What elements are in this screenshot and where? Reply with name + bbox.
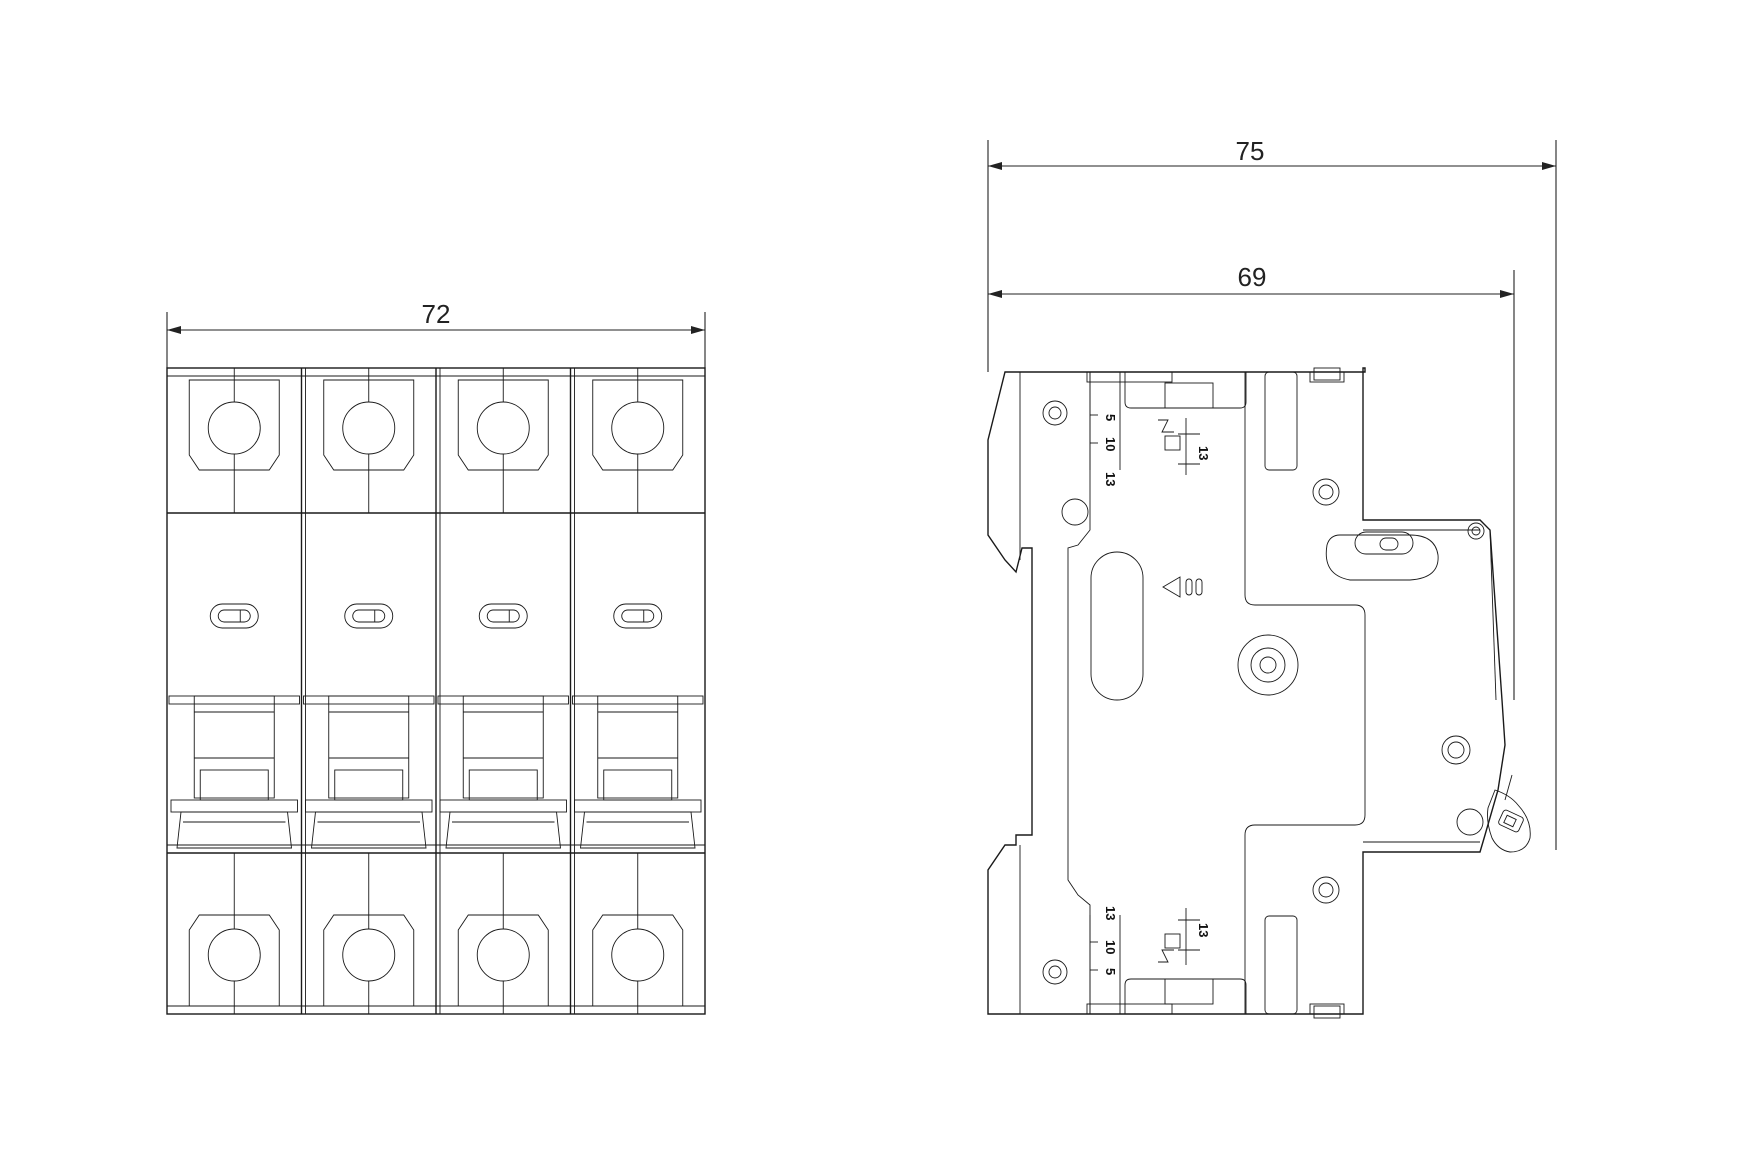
terminal-screw-top [342,401,396,455]
scale-bottom-mark: 13 [1196,923,1211,937]
terminal-screw-bottom [342,928,396,982]
toggle-cap [468,769,538,801]
center-boss [1237,634,1299,696]
toggle-cap [603,769,673,801]
indicator-inner [352,609,386,623]
front-poles [168,368,704,1014]
toggle-lever [462,695,544,799]
terminal-screw-bottom [476,928,530,982]
toggle-rail [437,695,569,705]
mounting-slot [1090,551,1144,701]
toggle-cap [334,769,404,801]
scale-top-13: 13 [1103,472,1118,486]
indicator-inner [486,609,520,623]
terminal-screw-bottom [611,928,665,982]
toggle-cap [199,769,269,801]
terminal-top [592,379,684,471]
indicator-window [613,603,663,629]
body-dimension: 69 [988,262,1515,700]
overall-dimension: 75 [987,136,1557,850]
indicator-inner [217,609,251,623]
terminal-bottom [457,914,549,1007]
terminal-screw-top [207,401,261,455]
indicator-window [344,603,394,629]
scale-bottom-10: 10 [1103,940,1118,954]
terminal-screw-top [476,401,530,455]
terminal-screw-top [611,401,665,455]
toggle-base [305,799,433,813]
inner-contour [1067,372,1091,1014]
scale-bottom-13: 13 [1103,906,1118,920]
side-view: 75 69 [987,136,1557,1019]
toggle-rail [168,695,300,705]
lever-mechanism [1487,774,1531,853]
scale-top: 5 10 13 13 [1089,372,1211,486]
toggle-base [574,799,702,813]
terminal-top [323,379,415,471]
toggle-grip [176,811,293,849]
side-body-outline [987,367,1506,1015]
terminal-bottom [323,914,415,1007]
terminal-bottom [592,914,684,1007]
terminal-top [188,379,280,471]
toggle-grip [579,811,696,849]
scale-top-5: 5 [1103,414,1118,421]
toggle-rail [303,695,435,705]
indicator-inner [621,609,655,623]
toggle-base [170,799,298,813]
scale-top-10: 10 [1103,437,1118,451]
toggle-rail [572,695,704,705]
front-width-label: 72 [422,299,451,329]
toggle-lever [597,695,679,799]
toggle-grip [445,811,562,849]
scale-bottom-5: 5 [1103,968,1118,975]
scale-top-mark: 13 [1196,446,1211,460]
terminal-bottom [188,914,280,1007]
toggle-lever [328,695,410,799]
toggle-grip [310,811,427,849]
terminal-screw-bottom [207,928,261,982]
front-view: 72 [166,299,706,1015]
terminal-top [457,379,549,471]
scale-bottom: 13 10 5 13 [1089,906,1211,1014]
overall-dimension-label: 75 [1236,136,1265,166]
toggle-base [439,799,567,813]
toggle-lever [193,695,275,799]
indicator-window [478,603,528,629]
indicator-window [209,603,259,629]
front-width-dimension: 72 [166,299,706,368]
body-dimension-label: 69 [1238,262,1267,292]
